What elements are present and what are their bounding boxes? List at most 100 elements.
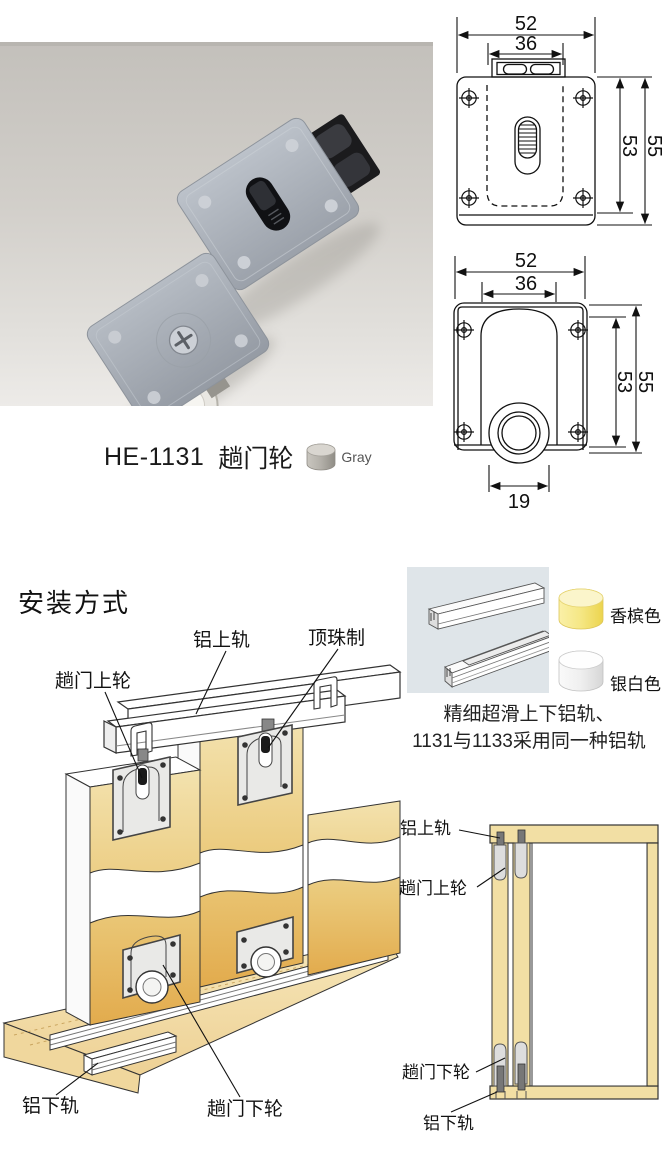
dim-outer-width: 52 — [515, 250, 537, 272]
screw-icon — [567, 319, 589, 341]
dim-body-height: 53 — [618, 135, 640, 157]
door2-bottom-roller — [236, 915, 294, 978]
break-wave — [199, 844, 304, 898]
plate-highlight — [185, 126, 351, 282]
screw-icon — [567, 421, 589, 443]
mount-hole — [324, 199, 338, 213]
slider-hatch — [518, 124, 537, 154]
mount-hole — [147, 391, 161, 405]
mount-hole — [108, 330, 122, 344]
product-model: HE-1131 — [104, 442, 205, 471]
bottom-board — [489, 1085, 659, 1100]
screw-icon — [453, 319, 475, 341]
swatch-silver — [556, 647, 606, 700]
track-clip — [130, 722, 153, 757]
rail-description: 精细超滑上下铝轨、 1131与1133采用同一种铝轨 — [398, 701, 660, 755]
slot-ridges — [268, 208, 285, 225]
lower-rail-profile — [444, 630, 549, 688]
dimension-lines — [456, 17, 652, 226]
cabinet-section-view: 铝上轨 趟门上轮 趟门下轮 铝下轨 — [399, 819, 659, 1133]
plate-outline — [456, 76, 596, 226]
cabinet-frame — [489, 824, 659, 1100]
phillips-cross — [174, 331, 193, 350]
dimension-drawing-top-roller: 52 36 53 55 — [456, 13, 665, 226]
cabinet-interior — [531, 842, 648, 1087]
product-name: 趟门轮 — [218, 445, 294, 473]
mount-hole — [195, 273, 209, 287]
guide-wheel-1 — [315, 124, 352, 159]
mount-hole — [234, 334, 248, 348]
dim-body-height: 53 — [613, 371, 635, 393]
top-board — [489, 824, 659, 844]
door1-bottom-roller — [122, 933, 181, 1004]
screw-icon — [453, 421, 475, 443]
label-bottom-roller: 趟门下轮 — [402, 1063, 470, 1082]
door1-top-roller — [112, 748, 171, 842]
plate-screws — [242, 730, 288, 801]
shadow-upper-unit — [210, 223, 380, 337]
label-top-track: 铝上轨 — [193, 629, 250, 651]
dim-outer-width: 52 — [515, 13, 537, 35]
bottom-track-segment — [82, 1031, 178, 1076]
label-top-roller: 趟门上轮 — [399, 879, 467, 898]
dim-total-height: 55 — [643, 135, 665, 157]
mount-hole — [237, 256, 251, 270]
dim-wheel-width: 19 — [508, 491, 530, 513]
photo-top-edge — [0, 42, 433, 46]
break-wave — [89, 862, 201, 924]
guide-wheel-2 — [333, 152, 371, 187]
break-wave — [307, 836, 401, 886]
label-bottom-track: 铝下轨 — [423, 1114, 474, 1133]
dimension-drawing-bottom-roller: 52 36 53 55 19 — [453, 250, 656, 513]
mount-hole — [198, 195, 212, 209]
swatch-champagne — [556, 585, 606, 638]
rail-profile-image — [407, 567, 549, 693]
gray-color-cylinder-icon — [306, 443, 336, 471]
door-panel-right — [307, 800, 401, 976]
swatch-silver-label: 银白色 — [610, 675, 661, 694]
door2-top-roller — [237, 718, 293, 806]
label-top-ball: 顶珠制 — [308, 627, 365, 649]
dim-inner-width: 36 — [515, 33, 537, 55]
screw-icon — [572, 187, 594, 209]
hidden-body-dashed — [486, 85, 564, 207]
rail-description-line1: 精细超滑上下铝轨、 — [443, 704, 615, 725]
dim-total-height: 55 — [634, 371, 656, 393]
wheel-housing-arch — [480, 308, 558, 445]
screw-icon — [458, 87, 480, 109]
plate-screws — [127, 941, 176, 993]
installation-diagram: 铝上轨 顶珠制 趟门上轮 铝下轨 趟门下轮 — [2, 627, 402, 1120]
installation-heading: 安装方式 — [18, 588, 131, 618]
label-top-roller: 趟门上轮 — [55, 670, 131, 692]
product-photo-illustration — [86, 114, 381, 451]
bottom-track — [49, 944, 389, 1051]
screw-icon — [572, 87, 594, 109]
adjust-dial-arc — [156, 312, 212, 368]
label-bottom-track: 铝下轨 — [22, 1095, 79, 1117]
dimension-lines — [454, 256, 642, 492]
plate-screws — [241, 923, 289, 969]
bottom-track-grooves — [495, 1091, 527, 1099]
slider-knob — [249, 180, 276, 211]
leader-lines — [55, 648, 339, 1098]
label-bottom-roller: 趟门下轮 — [207, 1098, 283, 1120]
screw-icon — [458, 187, 480, 209]
mount-hole — [285, 138, 299, 152]
right-wall — [646, 842, 659, 1087]
rail-description-line2: 1131与1133采用同一种铝轨 — [412, 731, 646, 752]
champagne-cylinder-icon — [558, 588, 604, 630]
roller-wheel-front — [488, 402, 550, 464]
product-photo — [0, 42, 433, 451]
bottom-rollers-section — [493, 1041, 528, 1099]
leader-lines — [450, 829, 506, 1113]
dim-inner-width: 36 — [515, 273, 537, 295]
plate-screws — [117, 762, 166, 835]
finish-label: Gray — [341, 449, 372, 465]
product-title-row: HE-1131 趟门轮 Gray — [104, 440, 424, 474]
top-roller-unit — [176, 114, 381, 291]
top-track — [103, 689, 347, 754]
plate-highlight — [95, 261, 261, 417]
top-rollers-section — [493, 829, 528, 881]
upper-rail-profile — [427, 582, 546, 630]
